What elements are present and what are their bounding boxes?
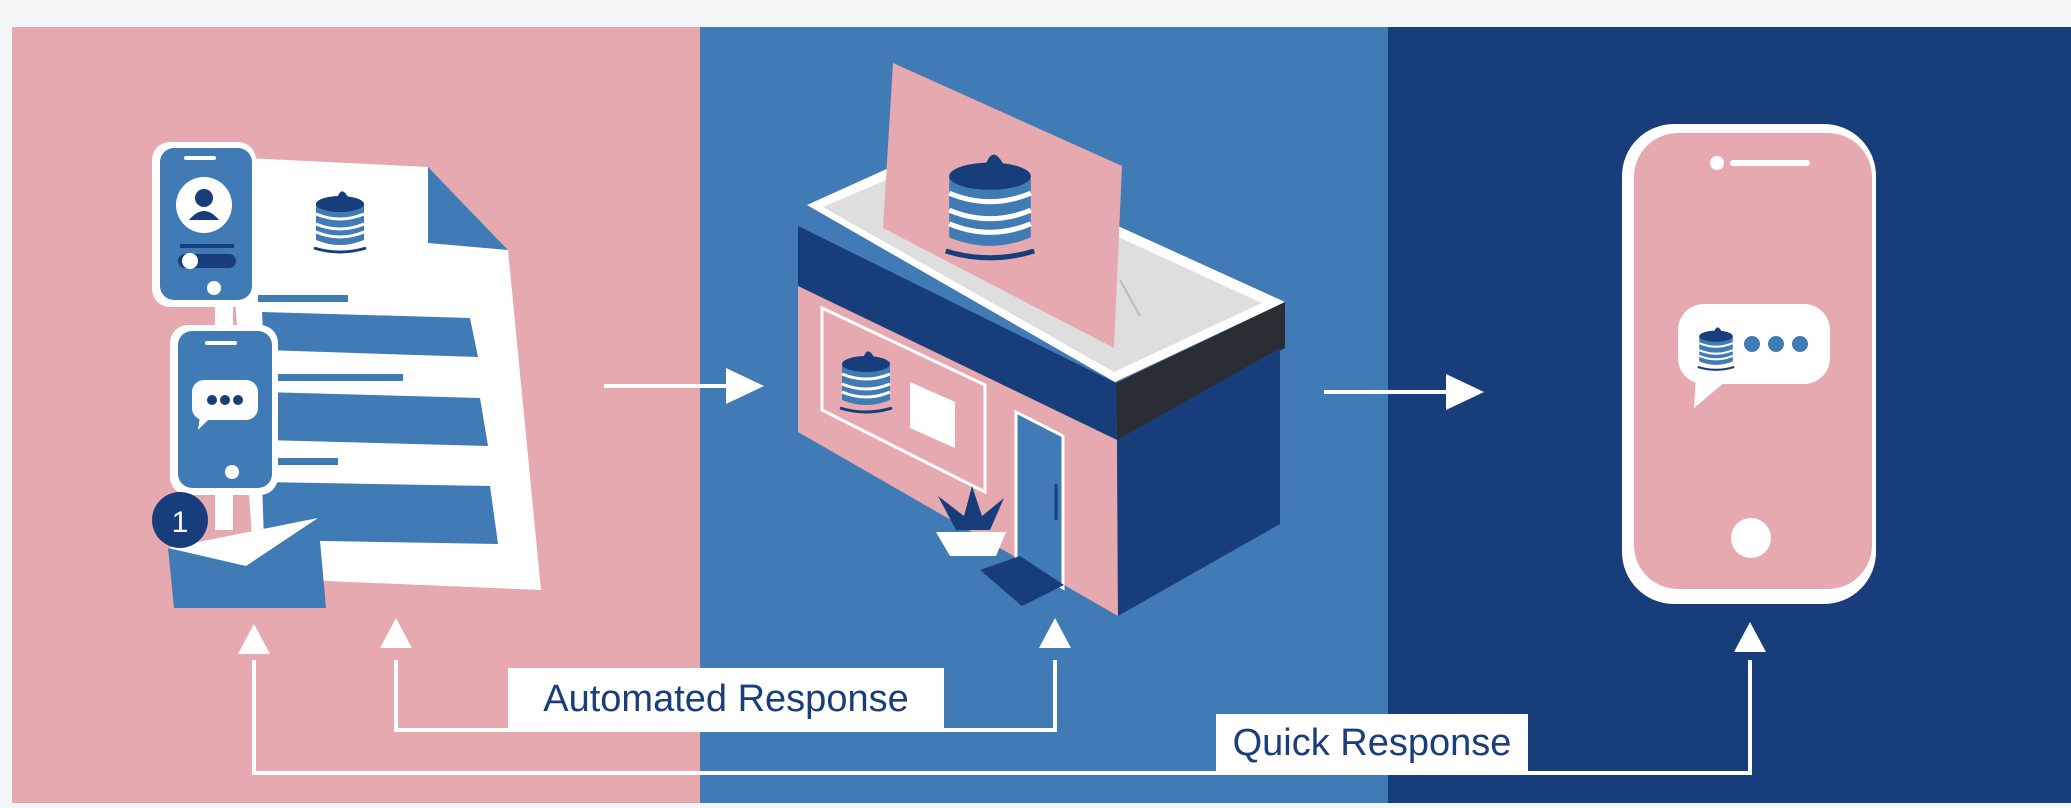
phone-profile-icon	[152, 142, 256, 307]
phone-chat-icon	[170, 325, 278, 495]
envelope-icon	[168, 518, 326, 608]
automated-response-label: Automated Response	[543, 678, 908, 720]
bakery-storefront-icon	[798, 63, 1285, 616]
quick-response-connector	[238, 622, 1766, 775]
arrow-right-icon	[1324, 374, 1484, 410]
arrow-up-icon	[380, 618, 412, 648]
notification-count: 1	[172, 506, 189, 539]
arrow-up-icon	[1734, 622, 1766, 652]
arrow-up-icon	[1039, 618, 1071, 648]
notification-badge: 1	[152, 492, 208, 548]
arrow-up-icon	[238, 624, 270, 654]
form-icon	[225, 157, 541, 590]
chat-bubble-icon	[1678, 304, 1830, 408]
automated-response-label-box	[508, 668, 944, 730]
quick-response-label: Quick Response	[1233, 722, 1512, 764]
arrow-right-icon	[604, 368, 764, 404]
quick-response-label-box	[1216, 714, 1528, 772]
plant-icon	[936, 486, 1006, 556]
